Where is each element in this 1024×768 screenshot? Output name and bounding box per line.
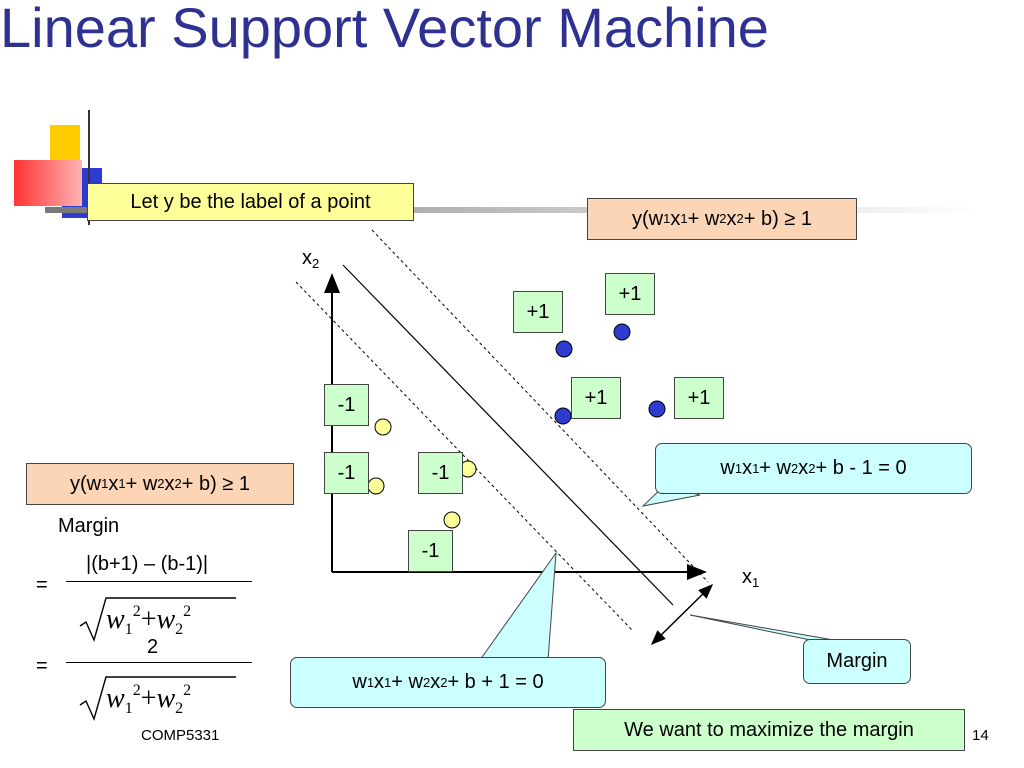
page-number: 14: [972, 727, 989, 744]
equals-sign: =: [36, 655, 48, 677]
deco-red-square: [14, 160, 82, 206]
fraction-bar: [66, 581, 252, 582]
positive-label: +1: [571, 377, 621, 419]
radical-sign: [79, 597, 236, 643]
denominator-2: w12+w22: [106, 682, 192, 717]
positive-point: [555, 340, 573, 358]
margin-callout: Margin: [803, 639, 911, 684]
numerator-2: 2: [147, 636, 159, 658]
margin-width-arrow: [650, 583, 714, 646]
positive-point: [613, 323, 631, 341]
x2-axis-label: x2: [302, 247, 320, 271]
margin-heading: Margin: [58, 515, 120, 537]
positive-label: +1: [605, 273, 655, 315]
maximize-note: We want to maximize the margin: [573, 709, 965, 751]
label-note: Let y be the label of a point: [87, 183, 414, 221]
slide-title: Linear Support Vector Machine: [0, 0, 769, 59]
negative-label: -1: [418, 452, 463, 494]
x1-axis-label: x1: [742, 566, 760, 590]
negative-label: -1: [324, 384, 369, 426]
negative-label: -1: [408, 530, 453, 572]
lower-hyperplane-callout-tail: [479, 551, 557, 661]
positive-point: [554, 407, 572, 425]
equals-sign: =: [36, 574, 48, 596]
numerator-1: |(b+1) – (b-1)|: [86, 553, 209, 575]
positive-label: +1: [513, 291, 563, 333]
negative-point: [443, 511, 461, 529]
footer-course: COMP5331: [141, 727, 220, 744]
negative-label: -1: [324, 452, 369, 494]
positive-point: [648, 400, 666, 418]
radical-sign: [79, 676, 236, 722]
positive-label: +1: [674, 377, 724, 419]
negative-point: [367, 477, 385, 495]
deco-vertical-line: [88, 110, 90, 225]
fraction-bar: [66, 662, 252, 663]
decision-boundary: [342, 264, 674, 606]
margin-callout-tail: [689, 614, 846, 643]
margin-lower-dashed: [295, 281, 633, 631]
denominator-1: w12+w22: [106, 603, 192, 638]
negative-point: [374, 418, 392, 436]
deco-horizontal-line: [45, 207, 980, 213]
